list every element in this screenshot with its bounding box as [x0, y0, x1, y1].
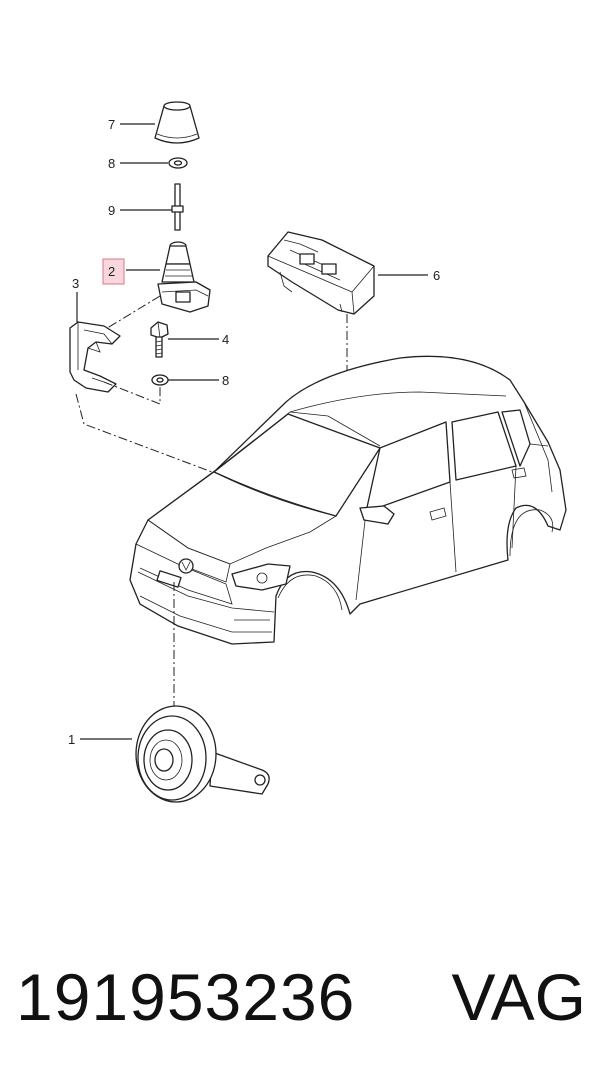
callout-8-upper: 8: [108, 156, 115, 171]
callout-7: 7: [108, 117, 115, 132]
part-7-rubber-cap: [154, 101, 200, 144]
callout-6: 6: [433, 268, 440, 283]
callout-2: 2: [108, 264, 115, 279]
part-6-control-unit: [267, 231, 375, 315]
part-8-washer-upper: [168, 157, 188, 169]
brand-label: VAG: [451, 960, 586, 1034]
callout-2-highlight: [102, 258, 125, 285]
part-9-pin: [171, 183, 184, 231]
footer: 191953236 VAG: [0, 955, 600, 1075]
assembly-line-switch-bracket: [103, 295, 161, 331]
part-1-horn: [135, 705, 270, 803]
part-number: 191953236: [16, 960, 356, 1034]
callout-8-lower: 8: [222, 373, 229, 388]
callout-4: 4: [222, 332, 229, 347]
callout-9: 9: [108, 203, 115, 218]
part-3-bracket: [69, 321, 121, 393]
callout-3: 3: [72, 276, 79, 291]
assembly-line-bracket-washer: [103, 381, 161, 405]
part-2-contact-switch: [157, 241, 211, 313]
part-8-washer-lower: [151, 374, 169, 386]
callout-1: 1: [68, 732, 75, 747]
parts-diagram: 7 8 9 2 3 4: [68, 101, 567, 803]
part-4-bolt: [150, 321, 169, 358]
assembly-line-bracket-car: [75, 393, 213, 486]
car-outline: [129, 355, 567, 645]
